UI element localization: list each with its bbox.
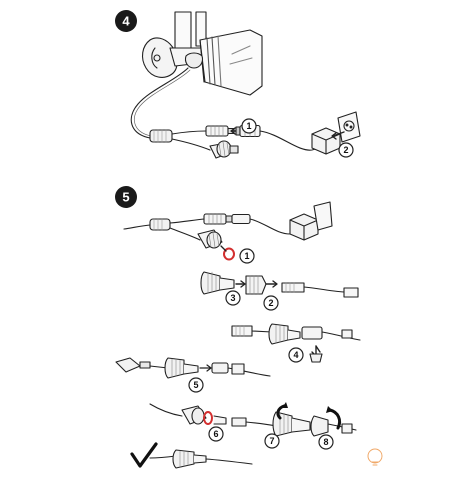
cable-splitter: [149, 129, 173, 143]
seal-ring-installed: [203, 411, 213, 425]
main-cable: [123, 224, 151, 230]
assemble-parts-row: [115, 357, 271, 379]
step-4-callout-1: 1: [241, 118, 257, 134]
network-pigtail-2: [169, 227, 201, 241]
svg-text:1: 1: [246, 121, 251, 131]
power-adapter: [311, 127, 341, 155]
step-5-callout-2: 2: [263, 295, 279, 311]
wall-socket: [337, 111, 361, 143]
network-pigtail-cable: [171, 138, 211, 151]
step-5-badge: 5: [115, 186, 137, 208]
power-pigtail-cable: [171, 130, 207, 135]
step-4-number: 4: [122, 14, 130, 29]
step-5-callout-7: 7: [264, 433, 280, 449]
rj45-waterproof-connector: [209, 140, 239, 159]
step-5-callout-4: 4: [288, 347, 304, 363]
cable-splitter-2: [149, 218, 171, 231]
svg-text:7: 7: [269, 436, 274, 446]
svg-text:6: 6: [213, 429, 218, 439]
rj45-port-with-seal: [197, 229, 235, 261]
plug-and-tighten-row: [149, 402, 357, 437]
svg-text:5: 5: [193, 380, 198, 390]
step-4-callout-2: 2: [338, 142, 354, 158]
rotate-arrow-7: [276, 404, 286, 420]
dc-power-jack: [205, 125, 235, 137]
power-pigtail-2: [169, 218, 205, 224]
wall-mount: [141, 11, 211, 78]
gland-parts-row: [200, 271, 359, 298]
plug-in-arrow: [332, 131, 345, 137]
camera-body: [184, 29, 263, 96]
power-adapter-2: [289, 201, 333, 241]
svg-text:3: 3: [230, 293, 235, 303]
step-5-callout-8: 8: [318, 434, 334, 450]
camera-cable: [130, 67, 189, 139]
thread-cable-row: [231, 323, 361, 363]
step-5-callout-3: 3: [225, 290, 241, 306]
svg-text:2: 2: [268, 298, 273, 308]
svg-text:2: 2: [343, 145, 348, 155]
step-5-panel: 5 1: [115, 186, 361, 469]
svg-text:4: 4: [293, 350, 298, 360]
step-5-number: 5: [122, 190, 129, 205]
step-4-badge: 4: [115, 10, 137, 32]
step-5-callout-1: 1: [239, 248, 255, 264]
step-4-panel: 4: [115, 10, 361, 159]
check-icon: [130, 442, 158, 468]
lightbulb-icon: [367, 448, 383, 466]
svg-text:8: 8: [323, 437, 328, 447]
svg-text:1: 1: [244, 251, 249, 261]
dc-jack-2: [203, 213, 251, 225]
step-5-callout-6: 6: [208, 426, 224, 442]
rubber-seal-ring: [223, 247, 235, 261]
step-5-callout-5: 5: [188, 377, 204, 393]
assembled-result: [130, 442, 253, 469]
remove-seal-arrow: [220, 245, 227, 252]
